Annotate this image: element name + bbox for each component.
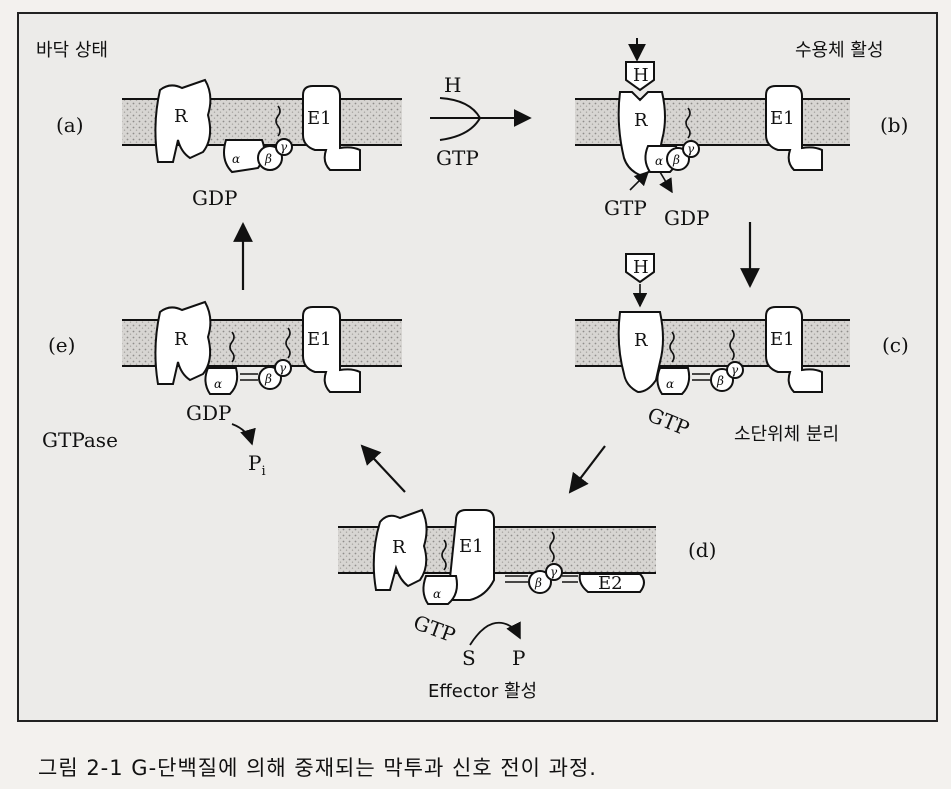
gtp-in-b: GTP bbox=[604, 196, 647, 220]
substrate-S: S bbox=[462, 646, 476, 670]
panel-c-label: (c) bbox=[882, 333, 909, 357]
panel-e: (e) R E1 α β γ GDP Pi bbox=[48, 300, 402, 479]
panel-d: (d) R E1 α β γ E2 GTP S P bbox=[338, 508, 716, 670]
panel-d-label: (d) bbox=[688, 538, 716, 562]
receptor-R-d bbox=[372, 508, 428, 591]
gamma-label-e: γ bbox=[279, 361, 287, 375]
beta-label-a: β bbox=[264, 152, 272, 166]
effector-label-b: E1 bbox=[770, 108, 795, 129]
beta-label-e: β bbox=[264, 372, 272, 386]
receptor-active-label: 수용체 활성 bbox=[795, 40, 884, 61]
receptor-R-a bbox=[154, 78, 212, 163]
hormone-label-c: H bbox=[633, 257, 649, 278]
product-P: P bbox=[512, 646, 525, 670]
arrow-a-to-b: H GTP bbox=[430, 73, 532, 170]
h-input-label: H bbox=[444, 73, 461, 97]
receptor-R-c bbox=[617, 311, 664, 394]
g-alpha-e bbox=[204, 367, 239, 395]
g-alpha-c bbox=[656, 367, 691, 395]
receptor-label-b: R bbox=[634, 110, 648, 131]
ground-state-label: 바닥 상태 bbox=[36, 40, 108, 61]
arrow-c-to-d bbox=[568, 445, 606, 494]
gdp-e: GDP bbox=[186, 401, 231, 425]
receptor-label-e: R bbox=[174, 329, 188, 350]
gamma-label-a: γ bbox=[280, 140, 288, 154]
arrow-d-to-e bbox=[360, 444, 406, 493]
g-alpha-d bbox=[422, 575, 458, 605]
effector-E1-b bbox=[765, 85, 823, 171]
receptor-label-a: R bbox=[174, 106, 188, 127]
gamma-label-d: γ bbox=[550, 565, 558, 579]
subunit-dissociation-label: 소단위체 분리 bbox=[734, 424, 839, 445]
effector-label-e: E1 bbox=[307, 329, 332, 350]
receptor-R-e bbox=[154, 300, 212, 385]
alpha-label-d: α bbox=[433, 587, 441, 601]
g-gamma-d bbox=[545, 563, 563, 581]
hormone-label-b: H bbox=[633, 65, 649, 86]
alpha-label-b: α bbox=[655, 154, 663, 168]
g-alpha-a bbox=[223, 139, 266, 174]
effector-E2-d bbox=[578, 573, 645, 593]
g-beta-a bbox=[257, 145, 283, 171]
g-gamma-a bbox=[275, 138, 293, 156]
receptor-label-c: R bbox=[634, 330, 648, 351]
pi-main: P bbox=[248, 451, 261, 475]
panel-a-label: (a) bbox=[56, 113, 84, 137]
effector-E1-e bbox=[302, 306, 361, 393]
figure-caption: 그림 2-1 G-단백질에 의해 중재되는 막투과 신호 전이 과정. bbox=[38, 756, 597, 780]
membrane-b bbox=[575, 99, 850, 145]
effector-label-a: E1 bbox=[307, 108, 332, 129]
panel-b-label: (b) bbox=[880, 113, 908, 137]
beta-label-c: β bbox=[716, 374, 724, 388]
gdp-a: GDP bbox=[192, 186, 237, 210]
panel-a: (a) R E1 α β γ GDP bbox=[56, 78, 402, 210]
alpha-label-e: α bbox=[214, 377, 222, 391]
hormone-H-c bbox=[625, 253, 655, 284]
effector-label-c: E1 bbox=[770, 329, 795, 350]
gdp-out-b: GDP bbox=[664, 206, 709, 230]
hormone-H-b bbox=[625, 61, 655, 92]
alpha-label-a: α bbox=[232, 152, 240, 166]
g-beta-d bbox=[528, 570, 552, 594]
membrane-c bbox=[575, 320, 850, 366]
effector-E1-a bbox=[302, 85, 361, 171]
g-gamma-c bbox=[726, 361, 744, 379]
gtpase-label: GTPase bbox=[42, 428, 118, 452]
lipid-anchor-b bbox=[685, 107, 691, 139]
receptor-label-d: R bbox=[392, 537, 406, 558]
lipid-anchor-a bbox=[275, 105, 281, 137]
effector-E1-c bbox=[765, 306, 823, 393]
gamma-label-c: γ bbox=[731, 363, 739, 377]
gtp-input-label: GTP bbox=[436, 146, 479, 170]
effector-label-d: E1 bbox=[459, 536, 484, 557]
effector-E2-label: E2 bbox=[598, 573, 623, 594]
beta-label-d: β bbox=[534, 576, 542, 590]
panel-c: (c) H R E1 α β γ GTP bbox=[575, 253, 909, 441]
g-gamma-b bbox=[682, 140, 700, 158]
gtp-c: GTP bbox=[644, 402, 693, 440]
beta-label-b: β bbox=[672, 153, 680, 167]
gtp-d: GTP bbox=[410, 610, 458, 647]
gamma-label-b: γ bbox=[687, 142, 695, 156]
pi-label: Pi bbox=[248, 451, 266, 479]
s-to-p-arrow bbox=[469, 621, 521, 646]
panel-e-label: (e) bbox=[48, 333, 75, 357]
g-gamma-e bbox=[274, 359, 292, 377]
panel-b: (b) H R E1 α β γ GTP GDP bbox=[575, 38, 908, 230]
pi-subscript: i bbox=[261, 464, 265, 479]
alpha-label-c: α bbox=[666, 377, 674, 391]
effector-active-label: Effector 활성 bbox=[428, 681, 537, 702]
